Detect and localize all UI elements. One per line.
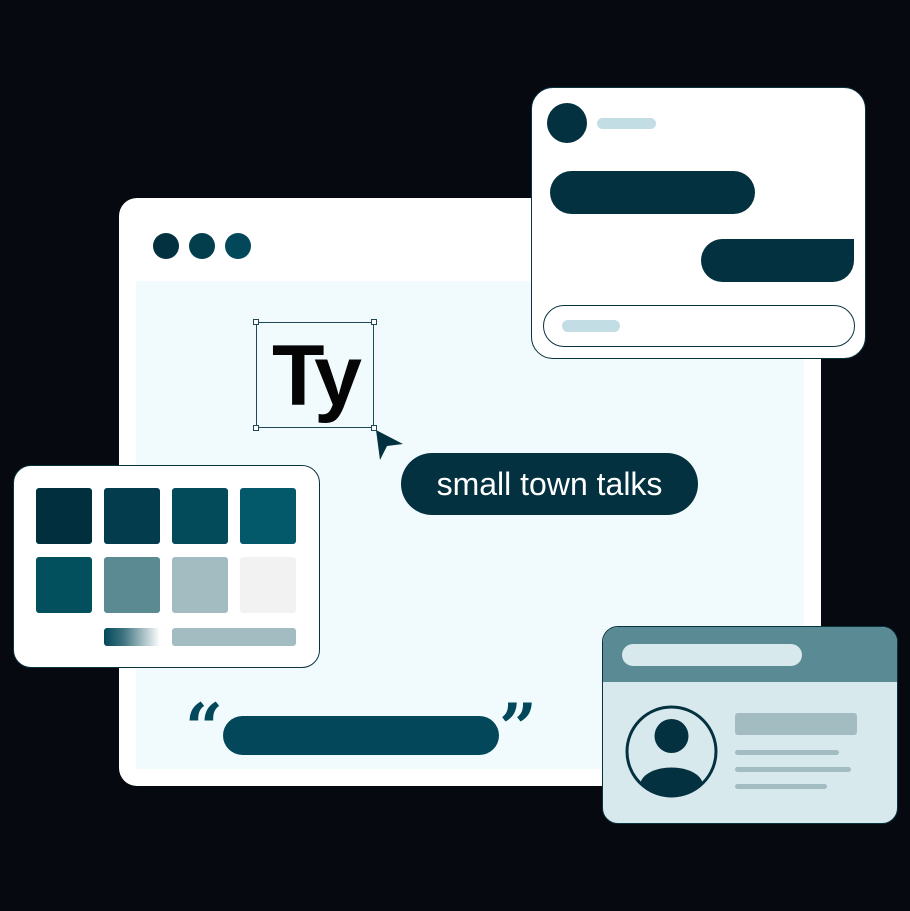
profile-line-placeholder [735,784,827,789]
gradient-swatch[interactable] [104,628,160,646]
profile-line-placeholder [735,750,839,755]
close-quote-icon: ” [499,689,537,767]
profile-name-placeholder [735,713,857,735]
username-placeholder [597,118,656,129]
selection-handle[interactable] [371,425,377,431]
type-sample[interactable]: Ty [256,322,374,428]
selection-handle[interactable] [253,319,259,325]
avatar-icon [625,705,718,798]
sent-message-bubble [701,239,854,282]
color-swatch[interactable] [36,557,92,613]
palette-label-placeholder [172,628,296,646]
open-quote-icon: “ [185,689,223,767]
cursor-arrow-icon [376,430,403,460]
message-input-placeholder [562,320,620,332]
color-swatch[interactable] [104,488,160,544]
color-swatch[interactable] [36,488,92,544]
avatar [547,103,587,143]
window-dot-icon[interactable] [225,233,251,259]
color-swatch[interactable] [172,488,228,544]
color-swatch[interactable] [240,488,296,544]
tag-label[interactable]: small town talks [401,453,698,515]
selection-handle[interactable] [371,319,377,325]
window-dot-icon[interactable] [189,233,215,259]
color-swatch[interactable] [104,557,160,613]
received-message-bubble [550,171,755,214]
profile-title-placeholder [622,644,802,666]
selection-handle[interactable] [253,425,259,431]
color-swatch[interactable] [172,557,228,613]
color-swatch[interactable] [240,557,296,613]
profile-line-placeholder [735,767,851,772]
window-dot-icon[interactable] [153,233,179,259]
quote-text-placeholder [223,716,499,755]
